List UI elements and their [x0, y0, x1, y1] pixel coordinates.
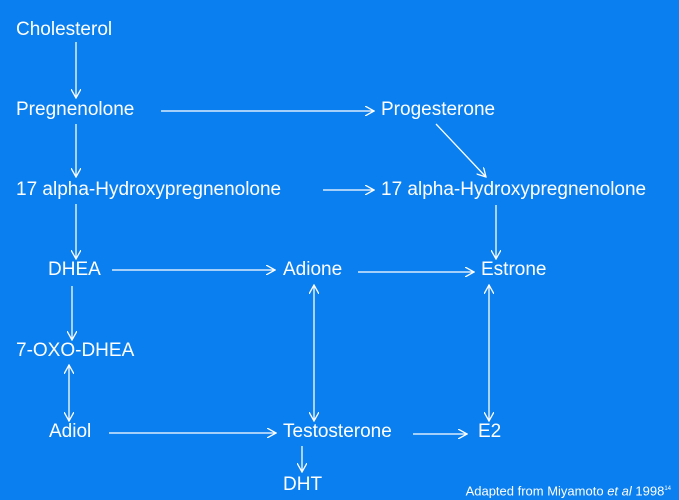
node-7-oxo-dhea: 7-OXO-DHEA	[16, 340, 135, 361]
node-testosterone: Testosterone	[283, 421, 392, 442]
credit-reference: 14	[664, 486, 671, 492]
node-17-alpha-hydroxypregnenolone-left: 17 alpha-Hydroxypregnenolone	[16, 179, 282, 200]
node-dht: DHT	[283, 474, 323, 495]
node-cholesterol: Cholesterol	[16, 19, 113, 40]
credit-italic: et al	[607, 483, 632, 499]
node-dhea: DHEA	[48, 259, 101, 280]
node-adione: Adione	[283, 259, 343, 280]
credit-prefix: Adapted from Miyamoto	[465, 483, 608, 499]
arrow-progesterone-to-hydroxypregnenolone	[435, 123, 486, 177]
node-progesterone: Progesterone	[381, 99, 496, 120]
node-adiol: Adiol	[49, 421, 92, 442]
node-pregnenolone: Pregnenolone	[16, 99, 135, 120]
node-e2: E2	[478, 421, 502, 442]
source-credit: Adapted from Miyamoto et al 199814	[466, 481, 671, 499]
credit-year: 1998	[631, 483, 665, 499]
node-estrone: Estrone	[481, 259, 547, 280]
node-17-alpha-hydroxypregnenolone-right: 17 alpha-Hydroxypregnenolone	[381, 179, 647, 200]
